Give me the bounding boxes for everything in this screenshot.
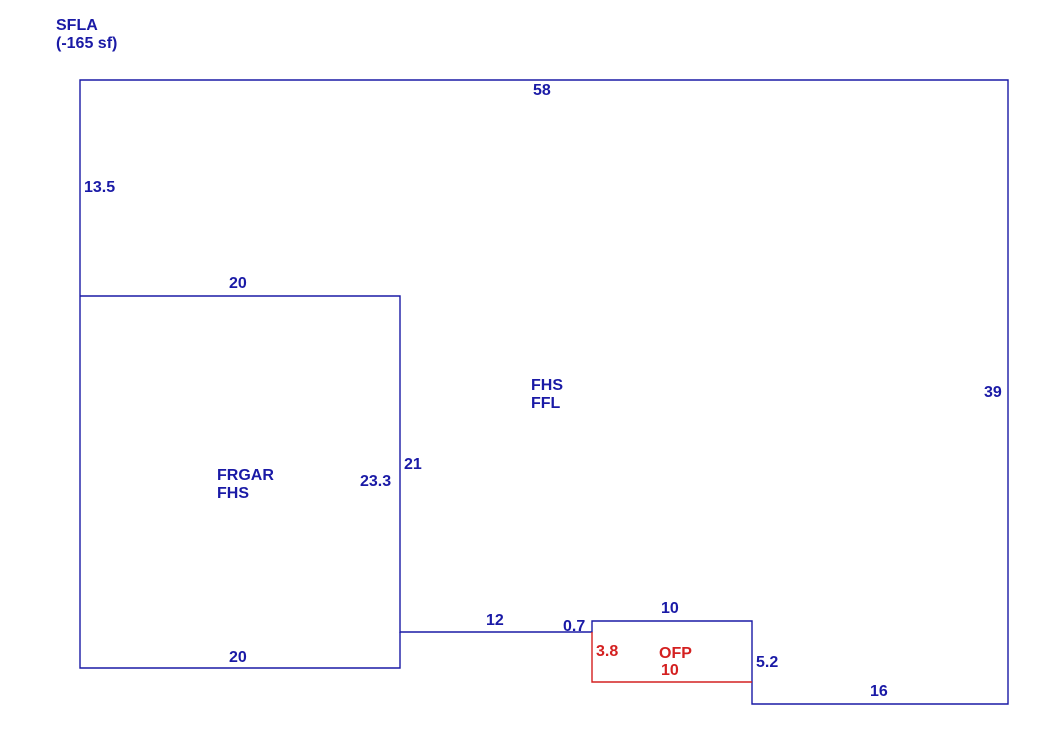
dimension-right: 39 xyxy=(984,384,1002,401)
dimension-left-upper: 13.5 xyxy=(84,179,116,196)
sfla-adjustment-label: (-165 sf) xyxy=(56,35,118,52)
garage-area-label-1: FRGAR xyxy=(217,467,274,484)
dimension-garage-right-outer: 21 xyxy=(404,456,422,473)
dimension-bottom-mid: 12 xyxy=(486,612,504,629)
porch-outline xyxy=(591,632,752,683)
sfla-label: SFLA xyxy=(56,17,98,34)
dimension-porch-top: 10 xyxy=(661,600,679,617)
garage-area-label-2: FHS xyxy=(217,485,249,502)
garage-outline xyxy=(79,296,401,669)
dimension-garage-right-inner: 23.3 xyxy=(360,473,392,490)
dimension-garage-top: 20 xyxy=(229,275,247,292)
main-outline xyxy=(79,79,1009,705)
main-area-label-1: FHS xyxy=(531,377,563,394)
dimension-garage-bottom: 20 xyxy=(229,649,247,666)
main-area-label-2: FFL xyxy=(531,395,561,412)
dimension-porch-right: 5.2 xyxy=(756,654,779,671)
dimension-porch-bottom: 10 xyxy=(661,662,679,679)
dimension-bottom-right: 16 xyxy=(870,683,888,700)
porch-area-label: OFP xyxy=(659,645,692,662)
dimension-step: 0.7 xyxy=(563,618,586,635)
dimension-top: 58 xyxy=(533,82,551,99)
dimension-porch-left: 3.8 xyxy=(596,643,619,660)
